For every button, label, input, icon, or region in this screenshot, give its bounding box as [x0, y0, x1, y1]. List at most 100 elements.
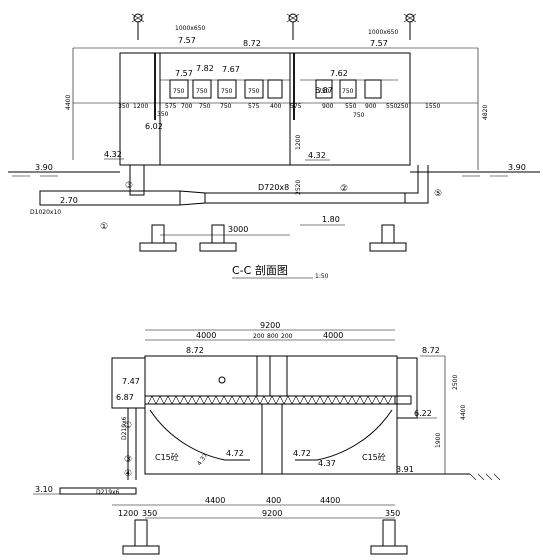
total-width-bottom: 9200 [262, 509, 282, 518]
top-width-label: 8.72 [243, 39, 261, 48]
elev-8-72-right: 8.72 [422, 346, 440, 355]
ground-elev-left: 3.90 [35, 163, 53, 172]
dim-top-4: 200 [281, 333, 293, 340]
dim-2520-vertical: 2520 [295, 180, 302, 195]
dim-bottom-1: 4400 [205, 496, 225, 505]
svg-text:250: 250 [397, 103, 409, 110]
hopper-left [149, 409, 250, 461]
dim-bottom-2: 400 [266, 496, 281, 505]
collection-wells [169, 79, 382, 99]
well-label-4: 750 [248, 88, 260, 95]
section-cc: 1000x650 7.57 1000x650 7.57 8.72 7.57 7.… [8, 13, 540, 280]
elev-6-22: 6.22 [414, 409, 432, 418]
dim-4400-v: 4400 [460, 405, 467, 420]
bottom-marker-4: ④ [124, 469, 132, 479]
elev-3-91: 3.91 [396, 465, 414, 474]
svg-text:350: 350 [118, 103, 130, 110]
total-width-top: 9200 [260, 321, 280, 330]
dim-1900: 1900 [435, 433, 442, 448]
elev-6-87: 6.87 [315, 86, 333, 95]
elev-6-02: 6.02 [145, 122, 163, 131]
svg-text:575: 575 [248, 103, 260, 110]
section-title: C-C 剖面图 [232, 263, 288, 277]
dim-top-2: 200 [253, 333, 265, 340]
svg-text:575: 575 [165, 103, 177, 110]
well-label-6: 750 [342, 88, 354, 95]
section-bottom: 9200 4000 200 800 200 4000 8.72 8.72 7.4… [33, 321, 501, 555]
elev-4-37-left: 4.37 [196, 452, 210, 467]
well-label-1: 750 [173, 88, 185, 95]
water-level-3: 7.67 [222, 65, 240, 74]
elev-callout-left: 7.57 [178, 36, 196, 45]
water-level-1: 7.57 [175, 69, 193, 78]
svg-text:550: 550 [386, 103, 398, 110]
central-column [256, 355, 288, 397]
water-level-4: 7.62 [330, 69, 348, 78]
dim-top-3: 800 [267, 333, 279, 340]
marker-2: ② [340, 184, 348, 194]
pipe-callout-right: 1000x650 [368, 29, 398, 36]
dim-bottom-left-1: 1200 [118, 509, 138, 518]
concrete-right: C15砼 [362, 452, 386, 462]
side-box-right [396, 357, 418, 419]
outlet-pipe [405, 165, 429, 204]
dim-3000: 3000 [228, 225, 248, 234]
concrete-left: C15砼 [155, 452, 179, 462]
dim-bottom-left-2: 350 [142, 509, 157, 518]
bottom-marker-3: ③ [124, 455, 132, 465]
elev-4-37-right: 4.37 [318, 459, 336, 468]
svg-text:900: 900 [322, 103, 334, 110]
marker-5: ⑤ [434, 189, 442, 199]
bottom-marker-1: ① [124, 421, 132, 431]
elev-4-32-mid: 4.32 [308, 151, 326, 160]
elev-4-72-left: 4.72 [226, 449, 244, 458]
ground-elev-right: 3.90 [508, 163, 526, 172]
svg-text:550: 550 [345, 103, 357, 110]
main-pipe [204, 192, 406, 204]
svg-text:700: 700 [181, 103, 193, 110]
pipe-callout-left: 1000x650 [175, 25, 205, 32]
svg-text:575: 575 [290, 103, 302, 110]
support-legs [139, 224, 407, 252]
elev-3-10: 3.10 [35, 485, 53, 494]
dim-bottom-3: 4400 [320, 496, 340, 505]
pipe-inlet-label: D1020x10 [30, 209, 61, 216]
pipe-main-label: D720x8 [258, 183, 289, 192]
elev-4-72-right: 4.72 [293, 449, 311, 458]
drive-motor [394, 395, 412, 405]
dim-350-right: 350 [385, 509, 400, 518]
well-label-2: 750 [196, 88, 208, 95]
elev-6-87: 6.87 [116, 393, 134, 402]
pipe-side-label: D219x6 [121, 416, 128, 440]
hopper-right [295, 409, 393, 461]
pipe-bottom-label: D219x6 [96, 489, 120, 496]
section-scale: 1:50 [315, 273, 329, 280]
dim-top-5: 4000 [323, 331, 343, 340]
elev-8-72-left: 8.72 [186, 346, 204, 355]
riser-pipe [129, 164, 145, 196]
elev-7-47: 7.47 [122, 377, 140, 386]
dim-1200-vertical: 1200 [295, 135, 302, 150]
svg-text:900: 900 [365, 103, 377, 110]
valve-icon [218, 376, 226, 384]
svg-text:750: 750 [220, 103, 232, 110]
well-label-3: 750 [221, 88, 233, 95]
elev-callout-right: 7.57 [370, 39, 388, 48]
dimension-row: 350 1200 575 700 750 750 575 400 575 900… [118, 103, 440, 110]
elev-1-80: 1.80 [322, 215, 340, 224]
dim-4820-vertical: 4820 [482, 105, 489, 120]
water-level-2: 7.82 [196, 64, 214, 73]
marker-1: ① [100, 222, 108, 232]
well-label-7: 750 [353, 112, 365, 119]
dim-4400-vertical: 4400 [65, 95, 72, 110]
marker-3: ③ [125, 181, 133, 191]
svg-text:750: 750 [199, 103, 211, 110]
bottom-support-legs [122, 519, 408, 555]
dim-2500: 2500 [452, 375, 459, 390]
elev-4-32-left: 4.32 [104, 150, 122, 159]
svg-text:1550: 1550 [425, 103, 440, 110]
elev-2-70: 2.70 [60, 196, 78, 205]
svg-text:400: 400 [270, 103, 282, 110]
dim-top-1: 4000 [196, 331, 216, 340]
